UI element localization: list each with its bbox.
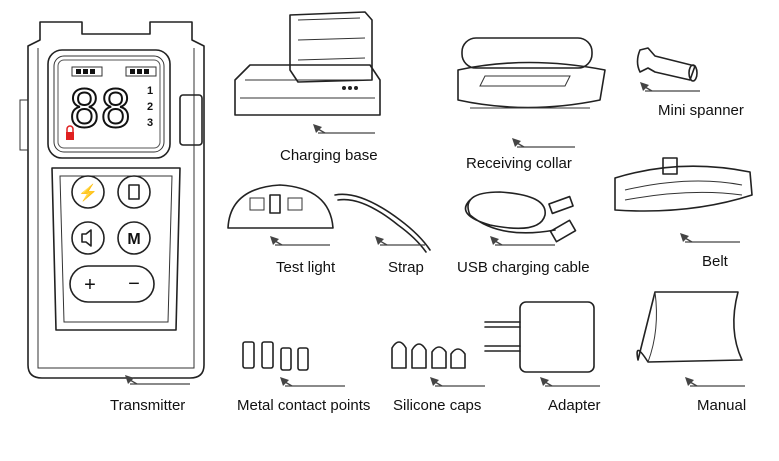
shock-button[interactable] (71, 175, 105, 209)
mode-button[interactable] (117, 221, 151, 255)
silicone-caps-illustration (391, 341, 466, 369)
vibrate-button[interactable] (117, 175, 151, 209)
metal-contact-points-illustration (242, 341, 309, 371)
channel-1: 1 (147, 85, 153, 97)
strap-illustration (334, 193, 431, 253)
channel-3: 3 (147, 117, 153, 129)
label-belt: Belt (702, 253, 729, 270)
plus-icon: + (84, 274, 96, 296)
label-manual: Manual (697, 397, 746, 414)
label-charging-base: Charging base (280, 147, 378, 164)
speaker-icon (81, 229, 92, 247)
lightning-icon: ⚡ (78, 183, 98, 202)
label-mini-spanner: Mini spanner (658, 102, 744, 119)
label-adapter: Adapter (548, 397, 601, 414)
channel-2: 2 (147, 101, 153, 113)
digit-display: 88 (69, 80, 132, 140)
label-metal-contact-points: Metal contact points (237, 397, 370, 414)
receiving-collar-illustration (457, 37, 606, 109)
manual-illustration (636, 291, 743, 363)
minus-icon: − (128, 273, 140, 295)
transmitter-illustration: 88 1 2 3 ⚡ M + − (19, 21, 205, 379)
label-silicone-caps: Silicone caps (393, 397, 481, 414)
mini-spanner-illustration (636, 47, 698, 82)
adapter-illustration (484, 301, 595, 373)
label-receiving-collar: Receiving collar (466, 155, 572, 172)
plus-minus-button[interactable] (69, 265, 155, 303)
vibrate-icon (128, 184, 140, 200)
lock-icon (66, 132, 74, 140)
label-usb-cable: USB charging cable (457, 259, 590, 276)
belt-illustration (614, 157, 753, 212)
charging-base-illustration (234, 11, 381, 116)
label-transmitter: Transmitter (110, 397, 185, 414)
test-light-illustration (227, 184, 334, 229)
sound-button[interactable] (71, 221, 105, 255)
usb-cable-illustration (464, 191, 577, 243)
label-test-light: Test light (276, 259, 336, 276)
label-strap: Strap (388, 259, 424, 276)
mode-icon: M (127, 231, 140, 248)
